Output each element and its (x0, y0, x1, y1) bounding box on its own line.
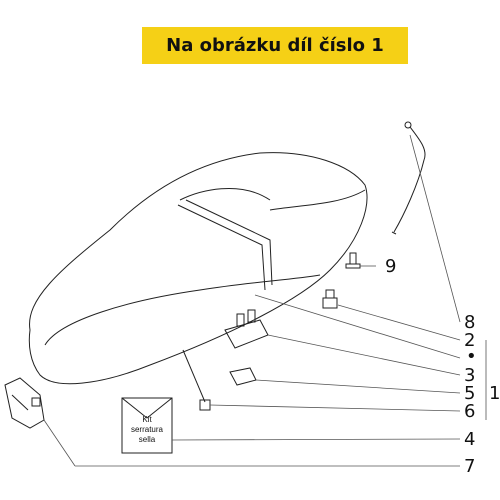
seat-part (28, 152, 368, 385)
leader-lines (43, 134, 487, 467)
screw-part (345, 252, 361, 269)
kit-box: Kit serratura sella (121, 397, 173, 454)
bumper-part (322, 289, 338, 309)
callout-4: 4 (464, 429, 475, 450)
cable-tie-part (182, 349, 211, 411)
kit-label-2: serratura (131, 425, 164, 434)
callout-8: 8 (464, 312, 475, 333)
page-title: Na obrázku díl číslo 1 (166, 35, 384, 56)
callout-labels: 9 8 2 • 3 5 6 4 7 1 (385, 256, 500, 477)
callout-9: 9 (385, 256, 396, 277)
bracket-part (229, 367, 257, 386)
cable-part (391, 121, 426, 235)
lock-part (4, 377, 45, 429)
kit-label-3: sella (139, 435, 156, 444)
callout-3: 3 (464, 365, 475, 386)
callout-5: 5 (464, 383, 475, 404)
header-banner: Na obrázku díl číslo 1 (142, 27, 408, 64)
callout-6: 6 (464, 401, 475, 422)
callout-1: 1 (489, 383, 500, 404)
kit-label-1: Kit (142, 415, 152, 424)
callout-2: 2 (464, 330, 475, 351)
callout-bullet: • (466, 346, 477, 367)
callout-7: 7 (464, 456, 475, 477)
